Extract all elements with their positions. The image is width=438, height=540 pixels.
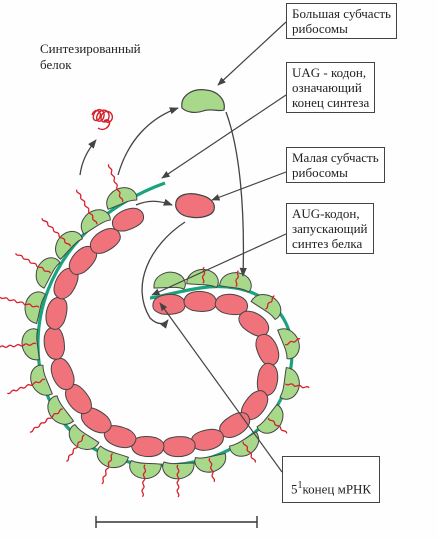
small-subunit	[50, 357, 75, 390]
ribosome	[66, 407, 112, 462]
ribosome	[256, 362, 310, 400]
peptide-chain	[29, 408, 63, 433]
peptide-chain	[284, 338, 301, 346]
mrna-end-sup: 1	[297, 480, 303, 491]
ribosome	[240, 390, 288, 434]
label-small-subunit: Малая субчасть рибосомы	[286, 147, 385, 183]
ribosome	[219, 412, 260, 463]
label-stop-codon: UAG - кодон, означающий конец синтеза	[286, 62, 376, 113]
mrna-end-suffix: конец мРНК	[302, 481, 372, 497]
small-subunit	[45, 296, 68, 330]
large-subunit	[250, 294, 282, 321]
ribosome	[214, 270, 252, 316]
ribosome	[238, 294, 282, 337]
peptide-chain	[235, 270, 239, 288]
label-start-codon: AUG-кодон, запускающий синтез белка	[286, 203, 374, 254]
ribosome	[75, 189, 121, 254]
peptide-chain	[41, 218, 71, 247]
large-subunit	[96, 445, 130, 469]
peptide-chain	[267, 417, 288, 434]
label-mrna-5-end: 51конец мРНК	[282, 456, 381, 504]
ribosome	[106, 164, 145, 232]
peptide-chain	[7, 378, 46, 395]
label-large-subunit: Большая субчасть рибосомы	[286, 3, 397, 39]
small-subunit	[152, 293, 186, 315]
peptide-chain	[141, 464, 147, 498]
ribosome	[129, 436, 165, 498]
peptide-chain	[208, 457, 216, 483]
peptide-chain	[66, 434, 85, 462]
label-pointers	[151, 21, 287, 473]
peptide-chain	[107, 164, 124, 203]
ribosome	[15, 252, 79, 300]
large-subunit	[35, 257, 61, 289]
peptide-chain	[265, 295, 275, 310]
peptide-chain	[101, 453, 114, 485]
ribosome	[7, 357, 75, 396]
scale-bar	[95, 516, 258, 528]
ribosome	[255, 328, 301, 367]
large-subunit	[68, 423, 100, 450]
ribosome-chain	[0, 164, 310, 498]
large-subunit	[279, 367, 300, 400]
small-subunit	[162, 436, 196, 458]
ribosome	[96, 425, 137, 485]
ribosome	[183, 266, 219, 312]
free-small-subunit	[175, 193, 215, 219]
label-synthesized-protein: Синтезированный белок	[40, 41, 141, 72]
mrna-end-prefix: 5	[291, 481, 298, 497]
small-subunit	[183, 290, 217, 312]
ribosome	[191, 428, 227, 483]
peptide-chain	[0, 296, 40, 308]
arrow-release-large	[117, 107, 179, 176]
arrow-to-protein	[79, 139, 97, 176]
peptide-chain	[284, 383, 310, 389]
ribosome	[41, 218, 98, 276]
arrow-small-to-start	[141, 221, 186, 329]
small-subunit	[219, 412, 251, 438]
small-subunit	[43, 326, 65, 360]
ribosome	[0, 291, 68, 330]
peptide-chain	[0, 342, 37, 349]
small-subunit	[191, 428, 224, 451]
ribosome	[162, 436, 196, 498]
peptide-chain	[75, 189, 98, 225]
large-subunit	[219, 272, 252, 293]
peptide-chain	[176, 464, 180, 498]
small-subunit	[112, 207, 145, 232]
ribosome	[0, 326, 65, 361]
peptide-chain	[242, 441, 257, 463]
small-subunit	[89, 228, 121, 254]
large-subunit	[24, 291, 47, 325]
free-large-subunit	[181, 89, 225, 114]
peptide-chain	[15, 252, 51, 274]
synthesized-protein	[91, 109, 114, 131]
peptide-chain	[201, 266, 206, 284]
ribosome	[29, 383, 93, 433]
arrow-release-small	[135, 198, 173, 206]
